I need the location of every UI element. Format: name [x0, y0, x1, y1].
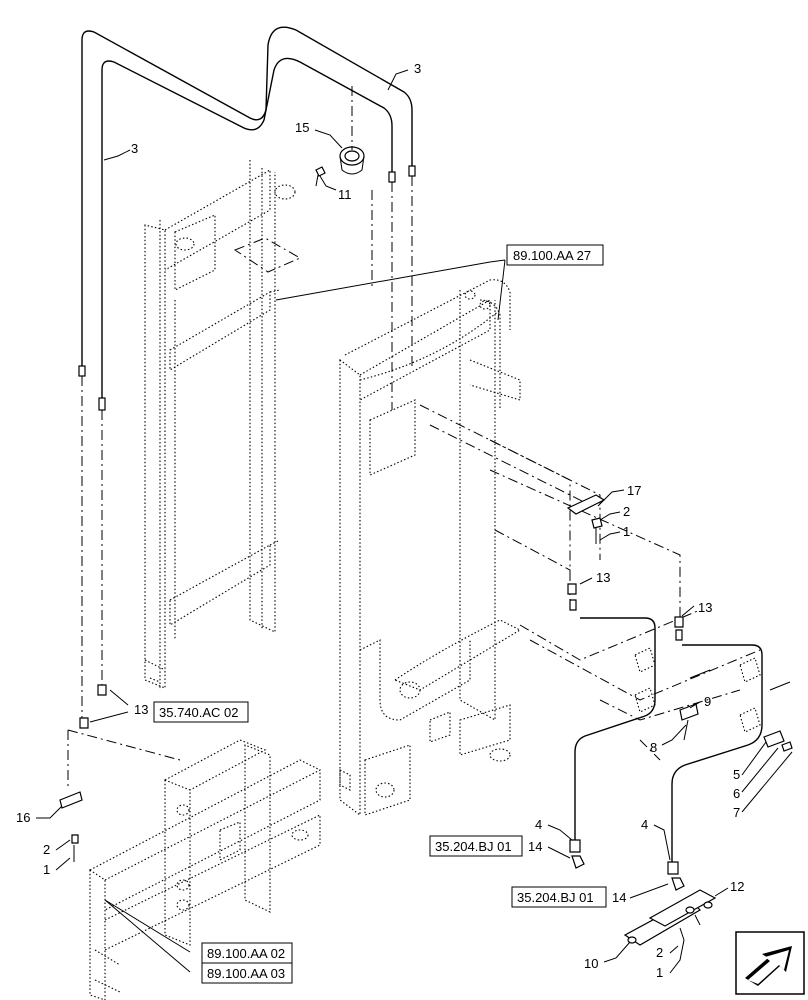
callout-9: 9 — [704, 694, 711, 709]
callout-13-right: 13 — [698, 600, 712, 615]
lower-hose-right — [667, 616, 763, 891]
left-fittings — [59, 684, 107, 862]
callout-1-upper: 1 — [623, 524, 630, 539]
callout-8: 8 — [650, 740, 657, 755]
callout-3-left: 3 — [131, 141, 138, 156]
ref-mast-text: 89.100.AA 27 — [513, 248, 591, 263]
callout-15: 15 — [295, 120, 309, 135]
callout-3-right: 3 — [414, 61, 421, 76]
callout-1-lower: 1 — [656, 965, 663, 980]
reference-boxes: 89.100.AA 27 35.740.AC 02 35.204.BJ 01 3… — [153, 244, 607, 984]
ref-hose-right-text: 35.204.BJ 01 — [517, 890, 594, 905]
clip-hardware — [634, 647, 793, 752]
callout-13-left: 13 — [134, 702, 148, 717]
inner-mast-frame — [339, 279, 522, 817]
ref-box-carriage-a[interactable]: 89.100.AA 02 — [201, 942, 293, 964]
outer-mast-frame — [144, 160, 296, 690]
callout-11: 11 — [338, 187, 352, 202]
ref-fitting-text: 35.740.AC 02 — [159, 705, 239, 720]
carriage-frame — [89, 739, 321, 1000]
ref-box-fitting[interactable]: 35.740.AC 02 — [153, 701, 249, 723]
callout-1-left: 1 — [43, 862, 50, 877]
ref-box-mast[interactable]: 89.100.AA 27 — [506, 244, 604, 266]
overhead-hose-assembly — [78, 26, 416, 411]
callout-7: 7 — [733, 805, 740, 820]
assembly-centerlines — [67, 86, 761, 790]
hose-clamp-bracket — [566, 494, 606, 544]
callout-13-center: 13 — [596, 570, 610, 585]
callout-12: 12 — [730, 879, 744, 894]
callout-14-right: 14 — [612, 890, 626, 905]
callout-6: 6 — [733, 786, 740, 801]
callout-labels: 3 3 15 11 17 2 1 13 13 9 8 5 6 7 4 4 14 … — [16, 61, 744, 980]
next-page-arrow-icon[interactable] — [735, 931, 805, 995]
ref-carriage-a-text: 89.100.AA 02 — [207, 946, 285, 961]
ref-box-hose-left[interactable]: 35.204.BJ 01 — [429, 835, 523, 857]
ref-box-carriage-b[interactable]: 89.100.AA 03 — [201, 962, 293, 984]
hose-pulley-part — [315, 146, 365, 187]
callout-2-upper: 2 — [623, 504, 630, 519]
callout-4-right: 4 — [641, 817, 648, 832]
callout-17: 17 — [627, 483, 641, 498]
ref-carriage-b-text: 89.100.AA 03 — [207, 966, 285, 981]
callout-4-left: 4 — [535, 817, 542, 832]
callout-2-left: 2 — [43, 842, 50, 857]
ref-box-hose-right[interactable]: 35.204.BJ 01 — [511, 886, 607, 908]
callout-2-lower: 2 — [656, 945, 663, 960]
callout-16: 16 — [16, 810, 30, 825]
callout-14-left: 14 — [528, 839, 542, 854]
callout-10: 10 — [584, 956, 598, 971]
mounting-bracket — [623, 889, 717, 946]
leader-lines — [36, 69, 793, 974]
callout-5: 5 — [733, 767, 740, 782]
ref-hose-left-text: 35.204.BJ 01 — [435, 839, 512, 854]
lower-hose-left — [567, 583, 656, 869]
